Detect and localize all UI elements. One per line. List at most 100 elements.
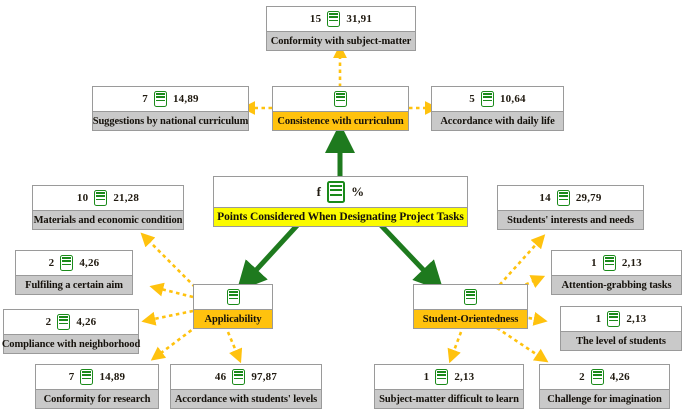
root-f-label: f <box>316 184 322 199</box>
leaf-value-row: 2 4,26 <box>540 365 669 389</box>
list-icon <box>480 91 494 107</box>
leaf-f: 14 <box>539 192 551 204</box>
list-icon <box>57 314 71 330</box>
node-theme-applicability[interactable]: Applicability <box>193 284 273 329</box>
arrow-applicability-to-materials <box>140 232 201 293</box>
theme-value-row <box>414 285 527 309</box>
leaf-pct: 14,89 <box>172 93 199 105</box>
leaf-value-row: 5 10,64 <box>432 87 563 111</box>
leaf-pct: 14,89 <box>99 371 126 383</box>
theme-label: Applicability <box>194 309 272 328</box>
node-leaf-subject-matter-difficult[interactable]: 1 2,13 Subject-matter difficult to learn <box>374 364 524 409</box>
node-root-points-considered[interactable]: f % Points Considered When Designating P… <box>213 176 468 227</box>
arrow-applicability-to-conformity-research <box>150 324 198 361</box>
leaf-pct: 4,26 <box>79 257 100 269</box>
leaf-f: 1 <box>423 371 430 383</box>
node-theme-consistence[interactable]: Consistence with curriculum <box>272 86 409 131</box>
leaf-value-row: 2 4,26 <box>4 310 138 334</box>
leaf-label: Conformity with subject-matter <box>267 31 415 50</box>
list-icon <box>232 369 246 385</box>
node-theme-student-orientedness[interactable]: Student-Orientedness <box>413 284 528 329</box>
leaf-pct: 29,79 <box>575 192 602 204</box>
leaf-pct: 2,13 <box>621 257 642 269</box>
arrow-applicability-to-accordance-levels <box>226 331 243 364</box>
node-leaf-students-interests-needs[interactable]: 14 29,79 Students' interests and needs <box>497 185 644 230</box>
node-leaf-attention-grabbing-tasks[interactable]: 1 2,13 Attention-grabbing tasks <box>551 250 682 295</box>
arrow-student-to-interests-needs <box>494 234 546 291</box>
leaf-f: 2 <box>45 316 52 328</box>
leaf-label: Students' interests and needs <box>498 210 643 229</box>
arrow-applicability-to-compliance <box>141 309 194 326</box>
leaf-value-row: 1 2,13 <box>561 307 681 331</box>
leaf-label: Subject-matter difficult to learn <box>375 389 523 408</box>
leaf-label: Materials and economic condition <box>33 210 183 229</box>
leaf-f: 1 <box>595 313 602 325</box>
leaf-value-row: 1 2,13 <box>552 251 681 275</box>
node-leaf-accordance-daily-life[interactable]: 5 10,64 Accordance with daily life <box>431 86 564 131</box>
leaf-label: Compliance with neighborhood <box>2 334 140 353</box>
node-leaf-conformity-for-research[interactable]: 7 14,89 Conformity for research <box>35 364 159 409</box>
leaf-f: 15 <box>309 13 322 25</box>
leaf-f: 7 <box>142 93 148 105</box>
leaf-value-row: 15 31,91 <box>267 7 415 31</box>
arrow-root-to-student-orientedness <box>373 217 444 292</box>
list-icon <box>60 255 74 271</box>
root-value-row: f % <box>214 177 467 207</box>
leaf-label: Conformity for research <box>36 389 158 408</box>
leaf-label: The level of students <box>561 331 681 350</box>
leaf-pct: 2,13 <box>626 313 647 325</box>
leaf-value-row: 10 21,28 <box>33 186 183 210</box>
arrow-student-to-subject-matter-difficult <box>447 331 463 364</box>
list-icon <box>435 369 449 385</box>
leaf-label: Attention-grabbing tasks <box>552 275 681 294</box>
leaf-f: 10 <box>76 192 89 204</box>
leaf-pct: 4,26 <box>76 316 97 328</box>
list-icon <box>590 369 604 385</box>
node-leaf-conformity-subject-matter[interactable]: 15 31,91 Conformity with subject-matter <box>266 6 416 51</box>
leaf-f: 2 <box>579 371 585 383</box>
node-leaf-fulfiling-certain-aim[interactable]: 2 4,26 Fulfiling a certain aim <box>15 250 133 295</box>
root-label: Points Considered When Designating Proje… <box>214 207 467 226</box>
leaf-value-row: 7 14,89 <box>36 365 158 389</box>
list-icon <box>94 190 108 206</box>
leaf-label: Fulfiling a certain aim <box>16 275 132 294</box>
list-icon <box>334 91 347 107</box>
arrow-student-to-challenge-imagination <box>496 326 549 363</box>
root-pct-label: % <box>351 184 365 199</box>
list-icon <box>327 181 346 203</box>
node-leaf-materials-economic-condition[interactable]: 10 21,28 Materials and economic conditio… <box>32 185 184 230</box>
node-leaf-compliance-neighborhood[interactable]: 2 4,26 Compliance with neighborhood <box>2 309 140 354</box>
leaf-pct: 21,28 <box>113 192 140 204</box>
leaf-f: 1 <box>591 257 597 269</box>
list-icon <box>80 369 94 385</box>
leaf-f: 2 <box>48 257 55 269</box>
list-icon <box>602 255 616 271</box>
theme-value-row <box>194 285 272 309</box>
arrow-root-to-applicability <box>236 217 305 292</box>
leaf-f: 7 <box>68 371 75 383</box>
list-icon <box>464 289 477 305</box>
leaf-pct: 4,26 <box>609 371 630 383</box>
leaf-value-row: 2 4,26 <box>16 251 132 275</box>
leaf-pct: 31,91 <box>346 13 373 25</box>
leaf-value-row: 7 14,89 <box>93 87 248 111</box>
leaf-f: 46 <box>214 371 227 383</box>
list-icon <box>607 311 621 327</box>
leaf-label: Challenge for imagination <box>540 389 669 408</box>
node-leaf-challenge-for-imagination[interactable]: 2 4,26 Challenge for imagination <box>539 364 670 409</box>
theme-label: Student-Orientedness <box>414 309 527 328</box>
list-icon <box>226 289 240 305</box>
node-leaf-suggestions-national-curriculum[interactable]: 7 14,89 Suggestions by national curricul… <box>92 86 249 131</box>
leaf-value-row: 46 97,87 <box>171 365 321 389</box>
leaf-label: Suggestions by national curriculum <box>93 111 248 130</box>
node-leaf-level-of-students[interactable]: 1 2,13 The level of students <box>560 306 682 351</box>
leaf-pct: 2,13 <box>454 371 475 383</box>
list-icon <box>556 190 570 206</box>
leaf-pct: 97,87 <box>251 371 278 383</box>
list-icon <box>327 11 341 27</box>
leaf-value-row: 1 2,13 <box>375 365 523 389</box>
node-leaf-accordance-students-levels[interactable]: 46 97,87 Accordance with students' level… <box>170 364 322 409</box>
theme-value-row <box>273 87 408 111</box>
